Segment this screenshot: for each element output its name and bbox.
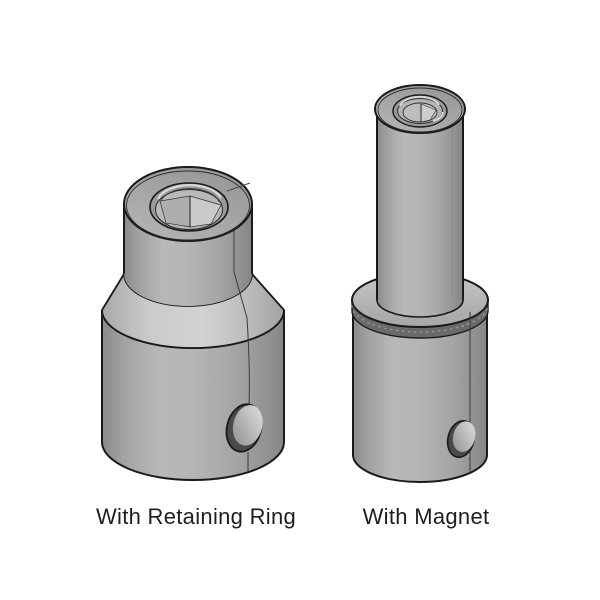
magnet-tube [374, 84, 466, 318]
part-with-magnet [351, 84, 489, 483]
parting-seam [233, 230, 250, 471]
caption-with-retaining-ring: With Retaining Ring [95, 504, 297, 529]
cross-hole [446, 419, 476, 459]
hex-drive-opening [149, 182, 229, 232]
part-with-retaining-ring [101, 166, 285, 481]
cross-hole [225, 403, 263, 453]
caption-with-magnet: With Magnet [362, 504, 490, 529]
hex-recess-opening [392, 94, 448, 128]
